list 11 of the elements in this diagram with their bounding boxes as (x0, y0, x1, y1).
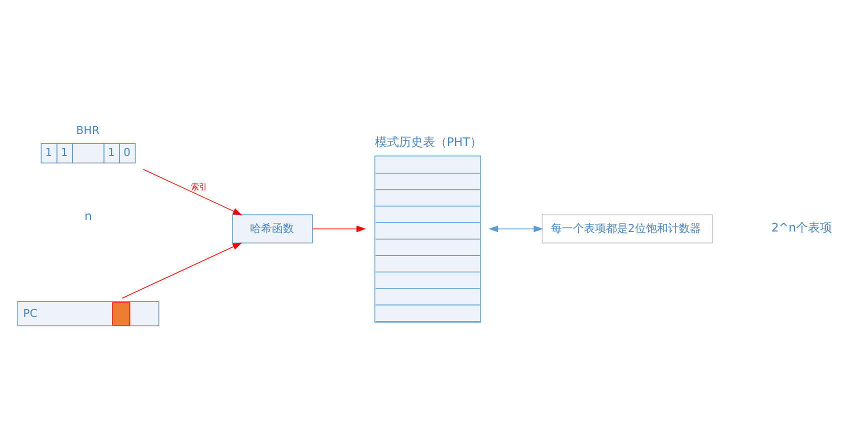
arrow (142, 169, 242, 216)
node-box: 每一个表项都是2位饱和计数器 (542, 214, 713, 244)
node-label: BHR (76, 124, 100, 138)
label: 2^n个表项 (771, 220, 832, 235)
edge-label: 索引 (190, 182, 207, 192)
arrow (312, 226, 366, 232)
node-label: 模式历史表（PHT） (374, 134, 482, 149)
arrow (122, 242, 242, 299)
node-box: 哈希函数 (232, 214, 313, 244)
label: n (84, 208, 92, 223)
arrow (488, 226, 544, 232)
